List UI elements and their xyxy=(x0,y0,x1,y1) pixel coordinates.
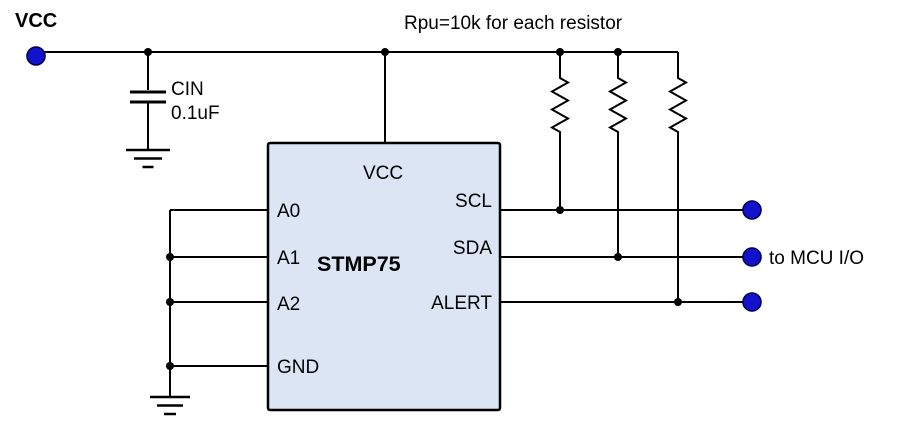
pin-label-a0: A0 xyxy=(277,201,300,222)
junction-dot xyxy=(556,206,564,214)
terminal-scl xyxy=(742,200,762,220)
junction-dot xyxy=(166,362,174,370)
terminal-alert xyxy=(742,292,762,312)
pullup-resistor-scl xyxy=(549,52,571,210)
junction-dot xyxy=(674,298,682,306)
junction-dot xyxy=(166,253,174,261)
vcc-net-label: VCC xyxy=(15,10,57,32)
ground-symbol-cin xyxy=(126,148,170,169)
mcu-io-label: to MCU I/O xyxy=(769,248,864,269)
junction-dot xyxy=(166,298,174,306)
pin-label-a1: A1 xyxy=(277,248,300,269)
terminal-sda xyxy=(742,247,762,267)
pin-label-alert: ALERT xyxy=(431,293,492,314)
junction-dot xyxy=(614,253,622,261)
pin-label-gnd: GND xyxy=(277,357,319,378)
pullup-resistor-alert xyxy=(667,52,689,302)
ground-symbol-ic xyxy=(150,395,190,416)
pin-label-a2: A2 xyxy=(277,294,300,315)
cap-value-label: 0.1uF xyxy=(171,103,220,124)
capacitor-cin-symbol xyxy=(130,52,166,150)
pin-label-sda: SDA xyxy=(453,238,492,259)
vcc-terminal xyxy=(26,46,46,66)
pin-label-scl: SCL xyxy=(455,191,492,212)
pullup-resistor-sda xyxy=(607,52,629,257)
cap-name-label: CIN xyxy=(171,79,204,100)
pin-label-vcc: VCC xyxy=(363,163,403,184)
rpu-note-label: Rpu=10k for each resistor xyxy=(404,13,623,34)
ic-name-label: STMP75 xyxy=(317,252,401,276)
